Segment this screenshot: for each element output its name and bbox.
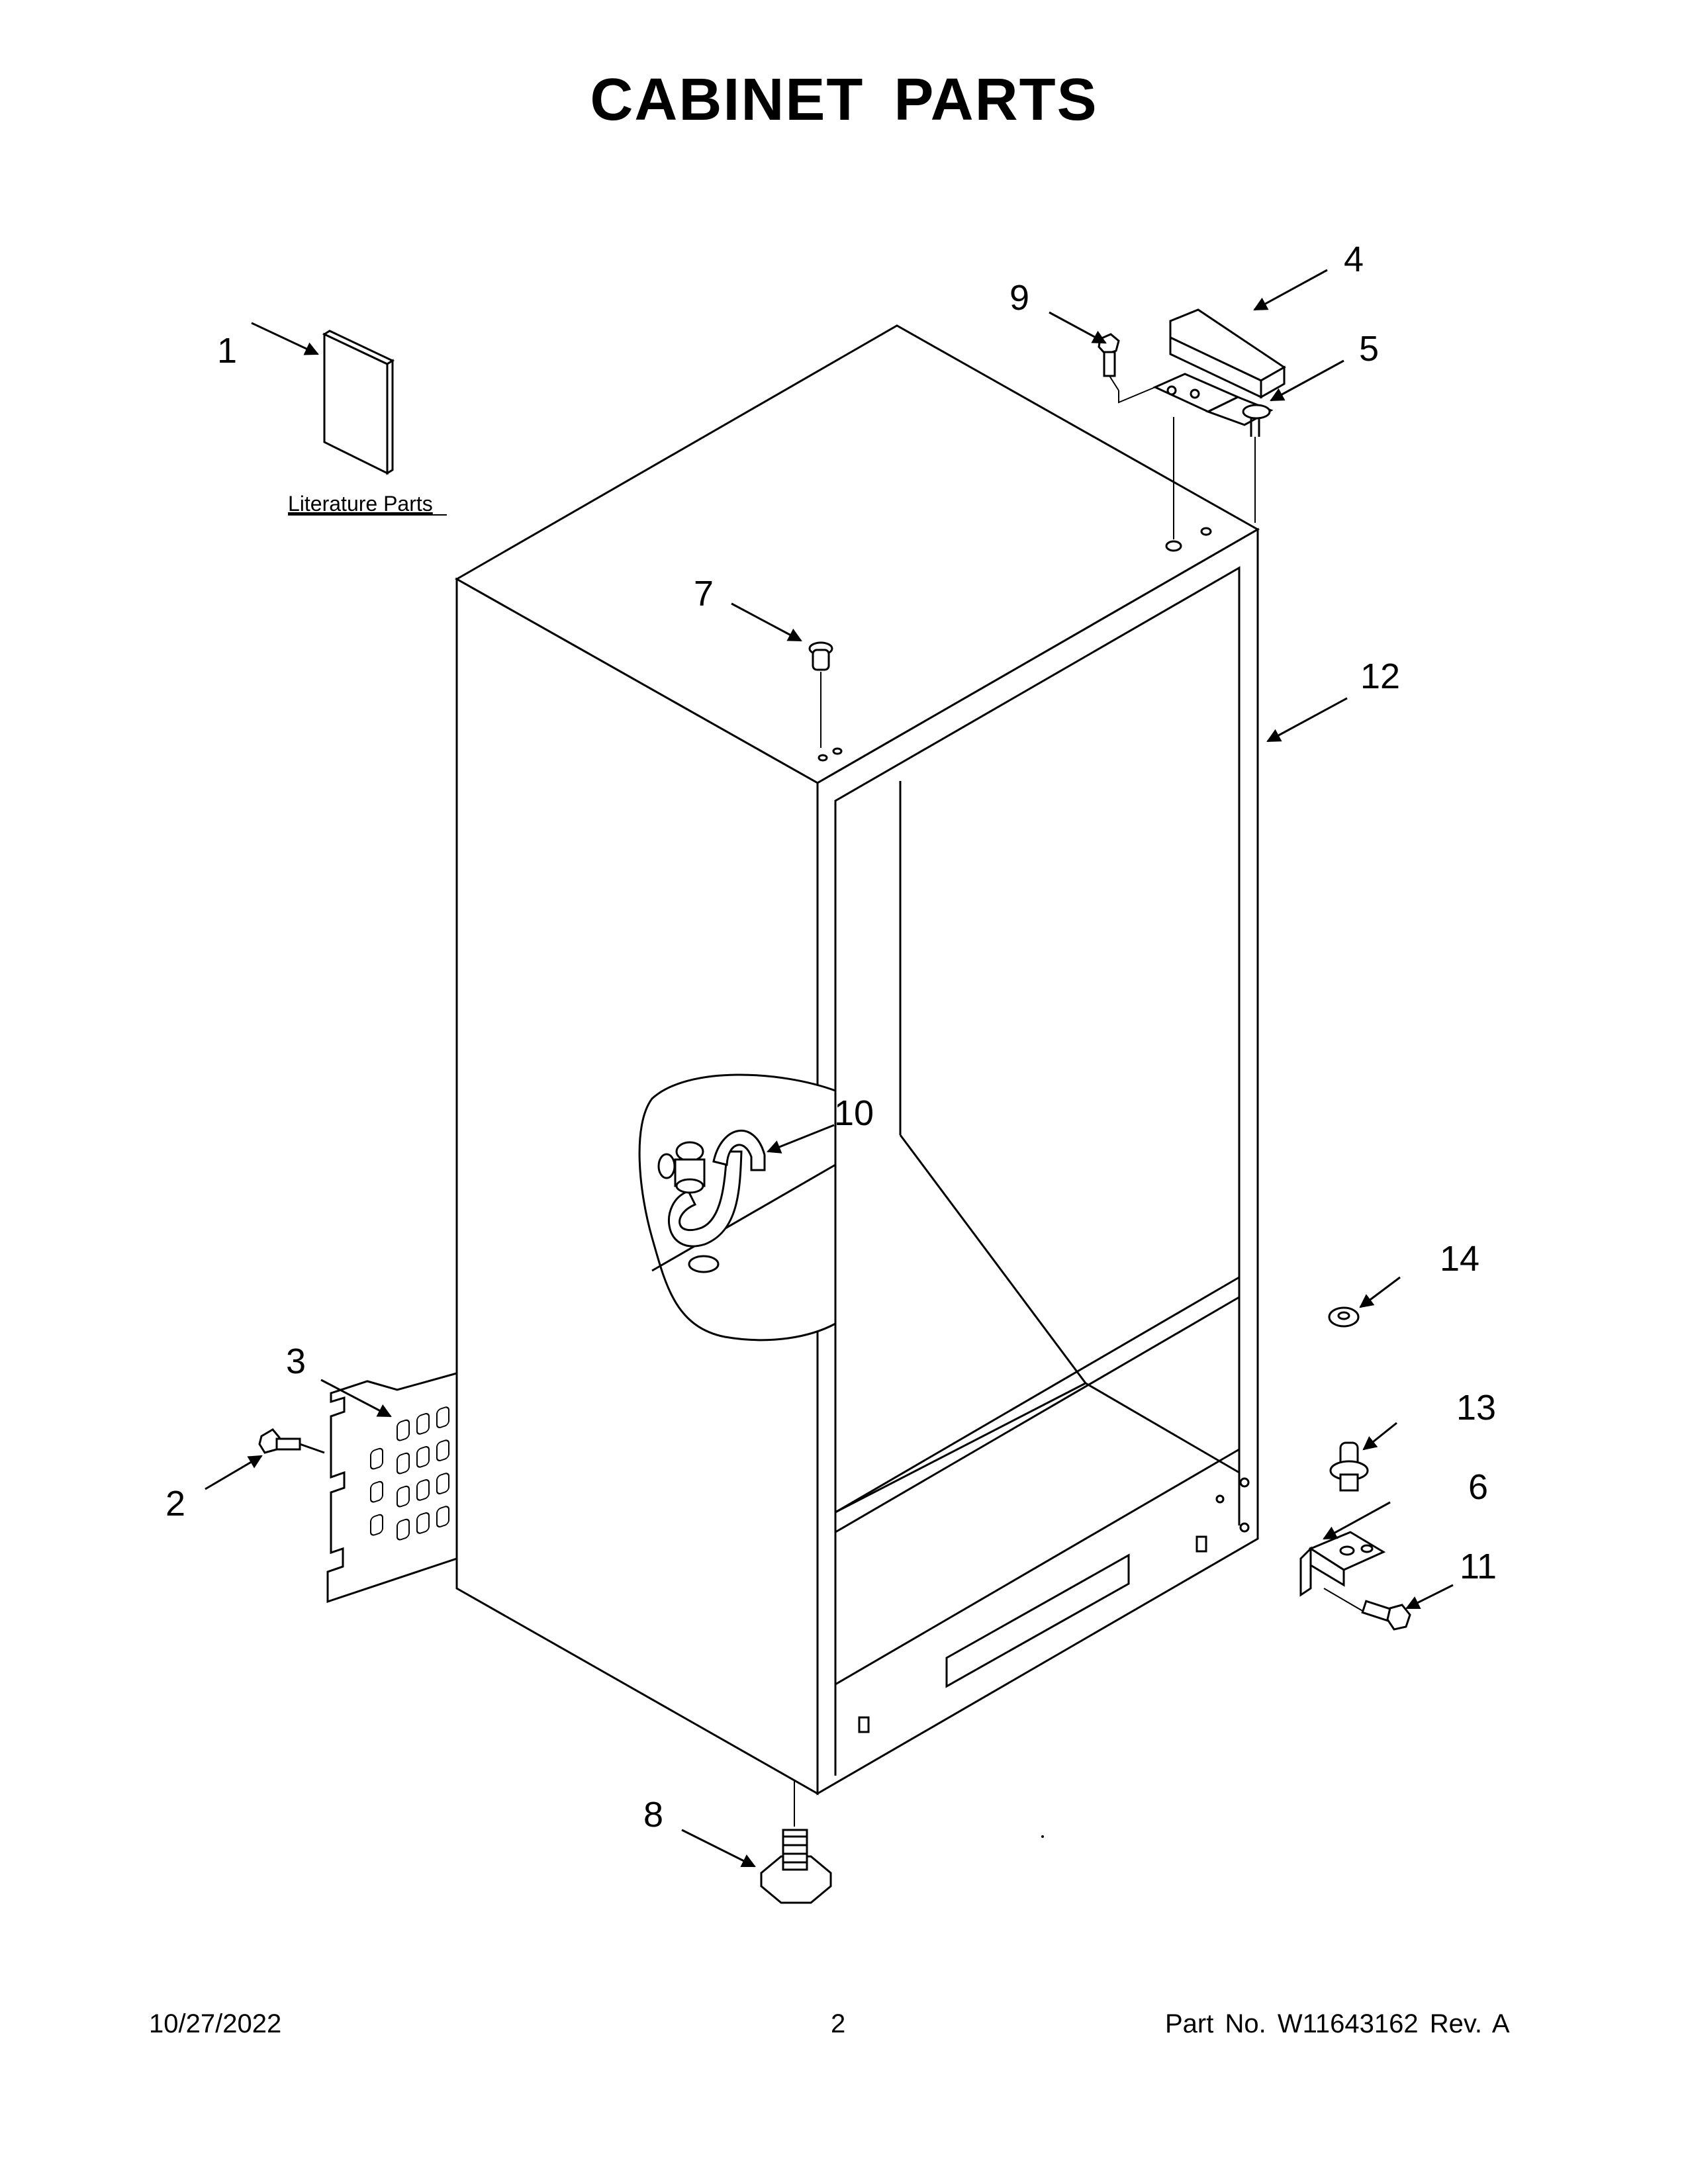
hinge-cover — [1169, 308, 1286, 399]
hinge-pin — [1329, 1441, 1369, 1492]
rear-grille-panel — [326, 1372, 458, 1604]
screw-part-9 — [1098, 333, 1120, 391]
callout-3: 3 — [286, 1342, 306, 1381]
screw-part-11 — [1361, 1600, 1411, 1631]
washer — [1328, 1306, 1360, 1328]
callout-12: 12 — [1360, 657, 1400, 696]
callout-9: 9 — [1009, 278, 1029, 318]
callout-11: 11 — [1460, 1547, 1497, 1586]
footer-page-number: 2 — [831, 2009, 846, 2038]
drain-cutaway — [638, 1073, 837, 1342]
bottom-hinge — [1299, 1531, 1386, 1612]
callout-8: 8 — [643, 1795, 663, 1835]
callout-4: 4 — [1344, 240, 1364, 279]
leveling-leg — [760, 1780, 832, 1904]
callout-7: 7 — [694, 574, 714, 614]
footer-date: 10/27/2022 — [149, 2009, 282, 2038]
top-hinge — [1118, 373, 1274, 539]
literature-booklet — [322, 330, 395, 475]
footer-part-number: Part No. W11643162 Rev. A — [1165, 2009, 1510, 2038]
callout-numbers: 1 2 3 4 5 6 7 8 9 10 11 12 13 14 — [165, 240, 1497, 1835]
plug-part-7 — [808, 641, 833, 748]
kick-vent — [945, 1553, 1130, 1688]
leader-arrows — [205, 269, 1454, 1868]
page-title: CABINET PARTS — [590, 67, 1098, 133]
drain-trap — [657, 1129, 766, 1248]
callout-5: 5 — [1359, 329, 1379, 369]
callout-6: 6 — [1468, 1467, 1488, 1507]
callout-10: 10 — [834, 1093, 874, 1133]
callout-14: 14 — [1440, 1239, 1479, 1279]
callout-2: 2 — [165, 1484, 185, 1524]
literature-label: Literature Parts — [288, 492, 433, 516]
cabinet-body — [454, 324, 1260, 1796]
callout-1: 1 — [217, 331, 237, 371]
screw-part-2 — [258, 1428, 325, 1454]
callout-13: 13 — [1456, 1388, 1496, 1428]
